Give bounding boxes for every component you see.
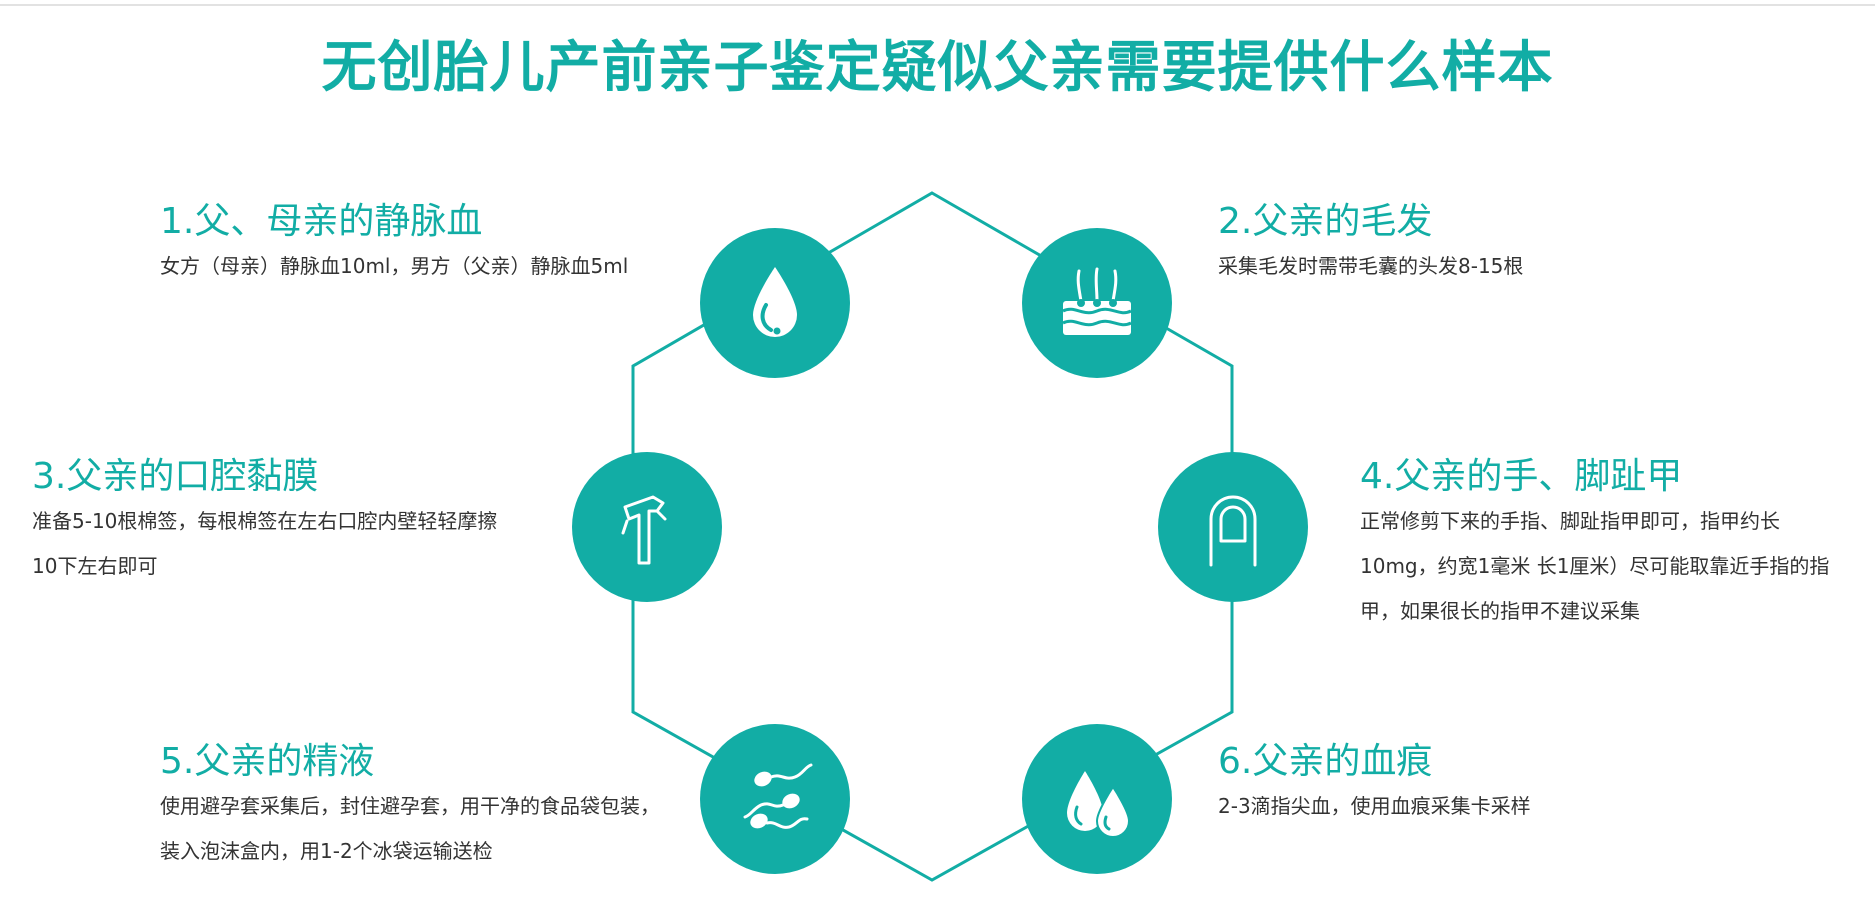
sperm-icon bbox=[743, 763, 813, 829]
page-title: 无创胎儿产前亲子鉴定疑似父亲需要提供什么样本 bbox=[321, 35, 1554, 99]
sample-title: 5.父亲的精液 bbox=[160, 741, 375, 782]
node-venous-blood bbox=[700, 228, 850, 378]
sample-2: 2.父亲的毛发 采集毛发时需带毛囊的头发8-15根 bbox=[1218, 200, 1738, 289]
sample-title: 1.父、母亲的静脉血 bbox=[160, 201, 483, 242]
sample-1: 1.父、母亲的静脉血 女方（母亲）静脉血10ml，男方（父亲）静脉血5ml bbox=[160, 200, 680, 289]
node-semen bbox=[700, 724, 850, 874]
node-bloodstain bbox=[1022, 724, 1172, 874]
sample-description: 准备5-10根棉签，每根棉签在左右口腔内壁轻轻摩擦10下左右即可 bbox=[32, 509, 498, 578]
sample-description: 采集毛发时需带毛囊的头发8-15根 bbox=[1218, 254, 1524, 278]
node-fingernail bbox=[1158, 452, 1308, 602]
sample-5: 5.父亲的精液 使用避孕套采集后，封住避孕套，用干净的食品袋包装，装入泡沫盒内，… bbox=[160, 740, 660, 874]
sample-description: 女方（母亲）静脉血10ml，男方（父亲）静脉血5ml bbox=[160, 254, 629, 278]
cotton-swab-icon bbox=[621, 495, 667, 565]
sample-title: 3.父亲的口腔黏膜 bbox=[32, 456, 319, 497]
sample-description: 使用避孕套采集后，封住避孕套，用干净的食品袋包装，装入泡沫盒内，用1-2个冰袋运… bbox=[160, 794, 660, 863]
sample-title: 6.父亲的血痕 bbox=[1218, 741, 1433, 782]
blood-drops-icon bbox=[1067, 771, 1131, 838]
top-divider bbox=[0, 4, 1875, 6]
sample-4: 4.父亲的手、脚趾甲 正常修剪下来的手指、脚趾指甲即可，指甲约长10mg，约宽1… bbox=[1360, 455, 1840, 634]
fingernail-icon bbox=[1209, 495, 1257, 567]
hair-follicle-icon bbox=[1062, 267, 1132, 335]
node-oral-mucosa bbox=[572, 452, 722, 602]
sample-title: 2.父亲的毛发 bbox=[1218, 201, 1433, 242]
sample-6: 6.父亲的血痕 2-3滴指尖血，使用血痕采集卡采样 bbox=[1218, 740, 1738, 829]
sample-description: 正常修剪下来的手指、脚趾指甲即可，指甲约长10mg，约宽1毫米 长1厘米）尽可能… bbox=[1360, 509, 1830, 623]
sample-3: 3.父亲的口腔黏膜 准备5-10根棉签，每根棉签在左右口腔内壁轻轻摩擦10下左右… bbox=[32, 455, 510, 589]
sample-title: 4.父亲的手、脚趾甲 bbox=[1360, 456, 1683, 497]
node-hair bbox=[1022, 228, 1172, 378]
blood-drop-icon bbox=[753, 267, 797, 337]
sample-description: 2-3滴指尖血，使用血痕采集卡采样 bbox=[1218, 794, 1531, 818]
